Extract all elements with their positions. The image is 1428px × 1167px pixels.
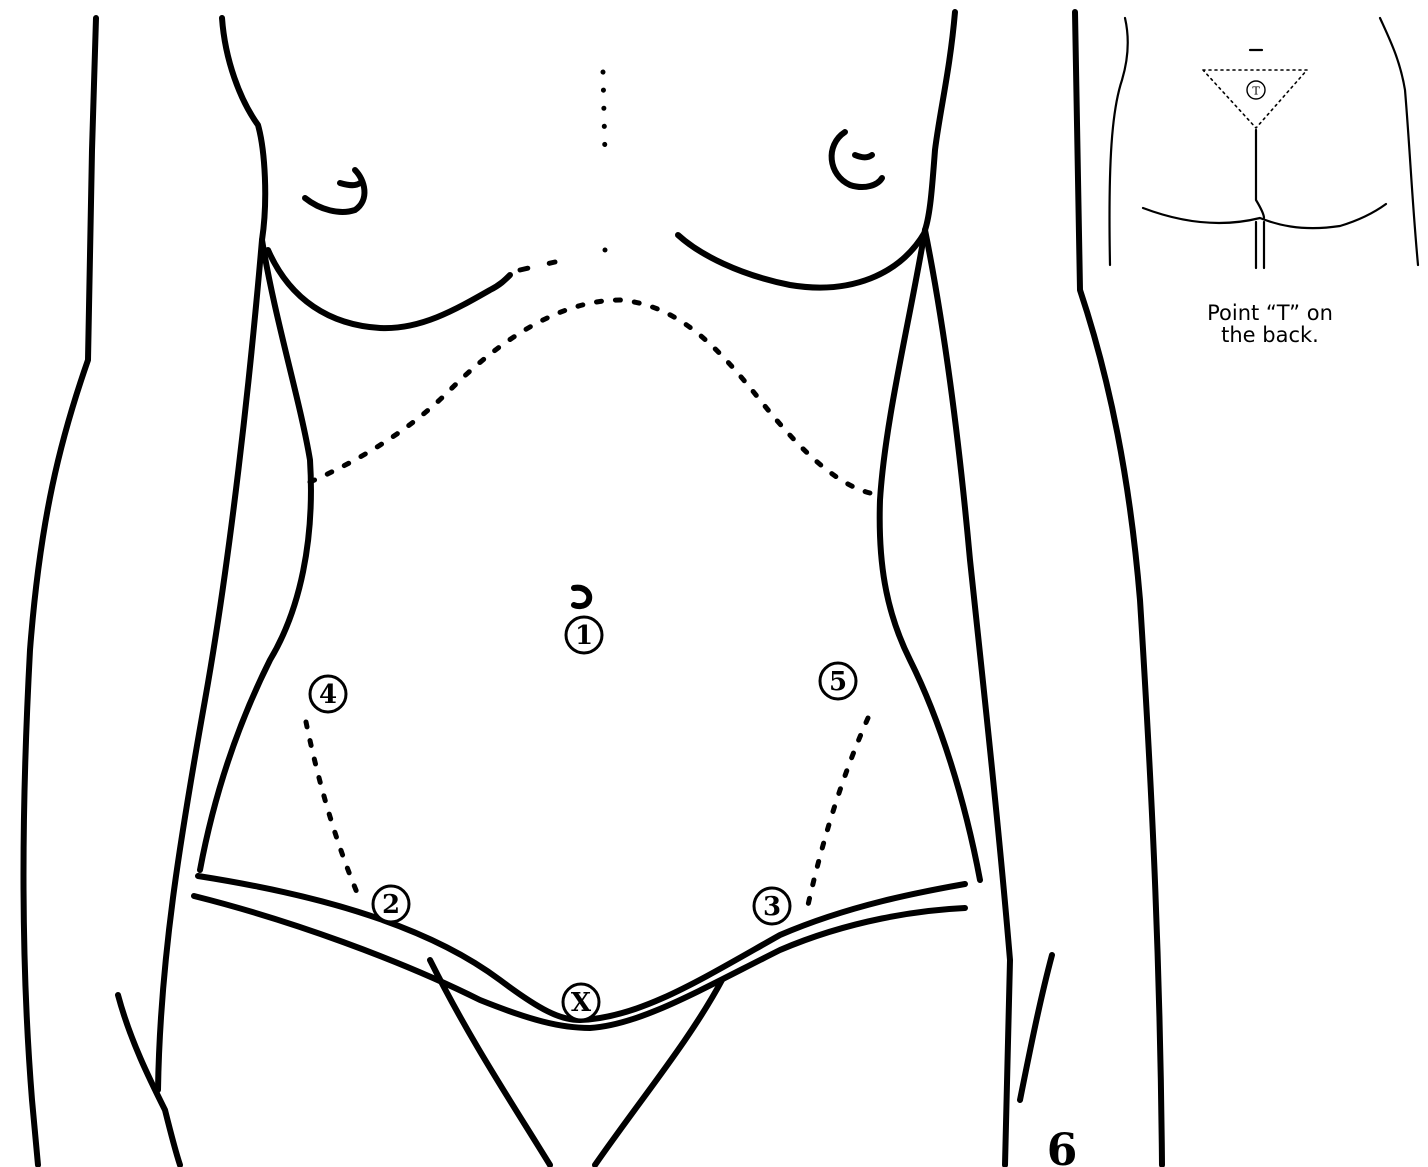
- marker-5: 5: [820, 663, 856, 699]
- marker-3-label: 3: [763, 892, 781, 922]
- guide-line-right: [808, 718, 868, 905]
- inset-marker-label: T: [1252, 85, 1260, 98]
- page-number: 6: [1047, 1125, 1078, 1167]
- marker-2-label: 2: [382, 890, 400, 920]
- right-breast: [678, 132, 925, 288]
- inset-caption-line-2: the back.: [1160, 324, 1380, 346]
- marker-x: X: [563, 984, 599, 1020]
- marker-1: 1: [566, 617, 602, 653]
- inset-caption: Point “T” on the back.: [1160, 302, 1380, 346]
- left-breast: [268, 170, 555, 328]
- marker-2: 2: [373, 886, 409, 922]
- marker-3: 3: [754, 888, 790, 924]
- marker-1-label: 1: [575, 621, 593, 651]
- sternum-base-dot: [603, 248, 608, 253]
- inset-caption-line-1: Point “T” on: [1160, 302, 1380, 324]
- right-arm: [925, 12, 1162, 1165]
- left-arm: [24, 18, 263, 1165]
- torso-right-side: [880, 12, 980, 880]
- back-view-inset: T: [1110, 18, 1419, 268]
- torso-left-side: [200, 18, 311, 870]
- marker-x-label: X: [571, 988, 592, 1018]
- sternum-line: [603, 72, 605, 155]
- guide-line-left: [306, 722, 358, 895]
- marker-4-label: 4: [319, 680, 337, 710]
- navel: [574, 588, 589, 606]
- marker-4: 4: [310, 676, 346, 712]
- marker-5-label: 5: [829, 667, 847, 697]
